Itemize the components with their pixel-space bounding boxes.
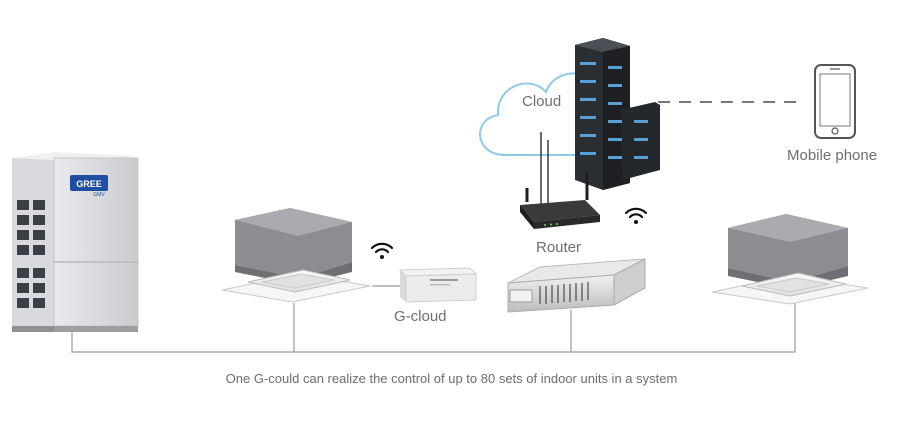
duct-unit [507, 258, 646, 313]
gcloud-label: G-cloud [394, 308, 447, 325]
brand-badge: GMV [93, 192, 105, 198]
brand-logo: GREE [76, 179, 102, 189]
outdoor-unit [12, 152, 139, 332]
bus-wiring [71, 285, 796, 353]
gcloud-gateway-icon [398, 267, 478, 303]
wifi-icon [624, 207, 648, 224]
mobile-phone-label: Mobile phone [787, 147, 878, 164]
router-label: Router [536, 239, 582, 256]
router-icon [520, 172, 600, 229]
wifi-icon [370, 242, 394, 259]
router-cable [540, 132, 549, 210]
diagram-caption: One G-could can realize the control of u… [225, 371, 678, 386]
cassette-unit-right [711, 214, 869, 305]
mobile-phone-icon [814, 64, 856, 139]
cassette-unit-left [221, 208, 371, 303]
server-icon [575, 38, 660, 190]
cloud-label: Cloud [522, 93, 562, 110]
